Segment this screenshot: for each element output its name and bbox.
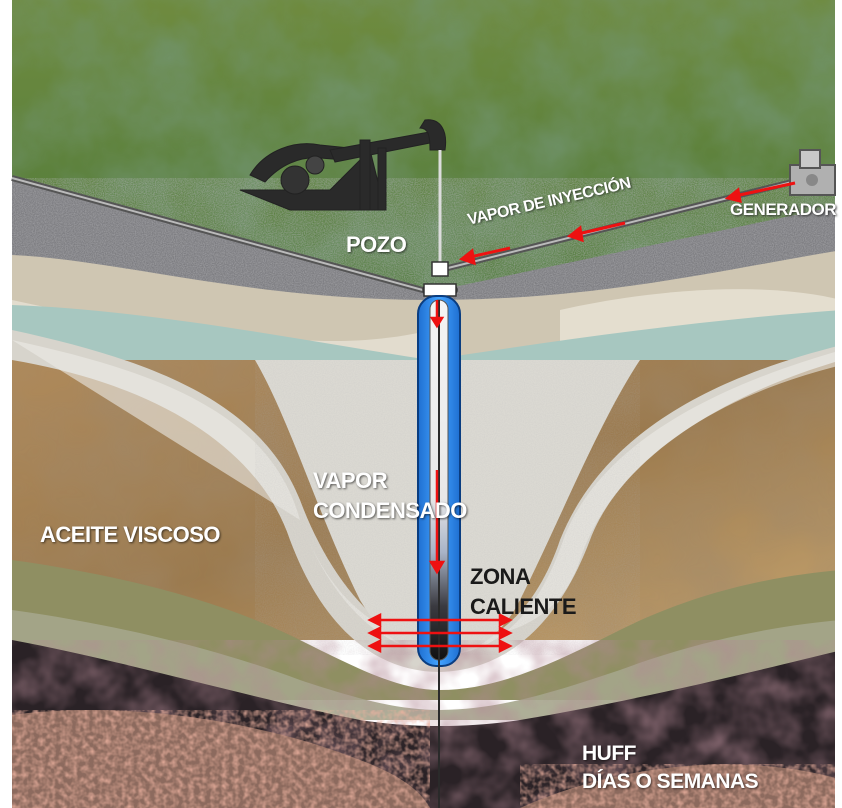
steam-injection-arrows	[458, 181, 796, 266]
label-vapor: VAPOR	[313, 468, 388, 493]
label-zona: ZONA	[470, 564, 531, 589]
pump-jack-icon	[239, 119, 447, 211]
label-huff: HUFF	[582, 742, 637, 765]
label-pozo: POZO	[346, 232, 407, 257]
label-dias-semanas: DÍAS O SEMANAS	[582, 770, 759, 793]
hot-zone-arrows	[367, 612, 513, 654]
wellhead-icon	[422, 261, 458, 297]
well-casing	[417, 295, 461, 808]
generator-icon	[789, 149, 836, 196]
steam-flow-arrows	[428, 300, 446, 575]
right-border	[835, 0, 842, 808]
label-aceite-viscoso: ACEITE VISCOSO	[40, 522, 221, 547]
label-generador: GENERADOR	[730, 200, 837, 219]
speckled-strata	[12, 710, 842, 808]
label-caliente: CALIENTE	[470, 594, 577, 619]
label-condensado: CONDENSADO	[313, 498, 467, 523]
